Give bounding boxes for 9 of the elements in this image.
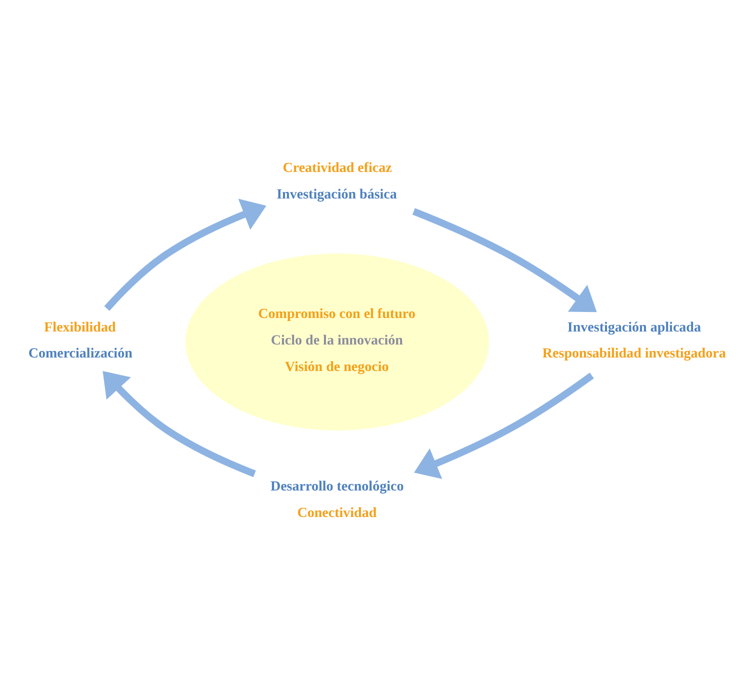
node-text: Desarrollo tecnológico Conectividad <box>270 478 404 520</box>
node-text: Flexibilidad Comercialización <box>28 318 132 362</box>
arrow <box>414 372 594 479</box>
node-ellipse: Compromiso con el futuro Ciclo de la innovación Visión de negocio <box>185 253 489 430</box>
arrow <box>104 198 266 310</box>
node-text: Creatividad eficaz Investigación básica <box>276 160 397 202</box>
arrow <box>412 208 597 312</box>
arrow <box>102 370 256 477</box>
node-text: Investigación aplicada Responsabilidad investigadora <box>542 318 726 362</box>
